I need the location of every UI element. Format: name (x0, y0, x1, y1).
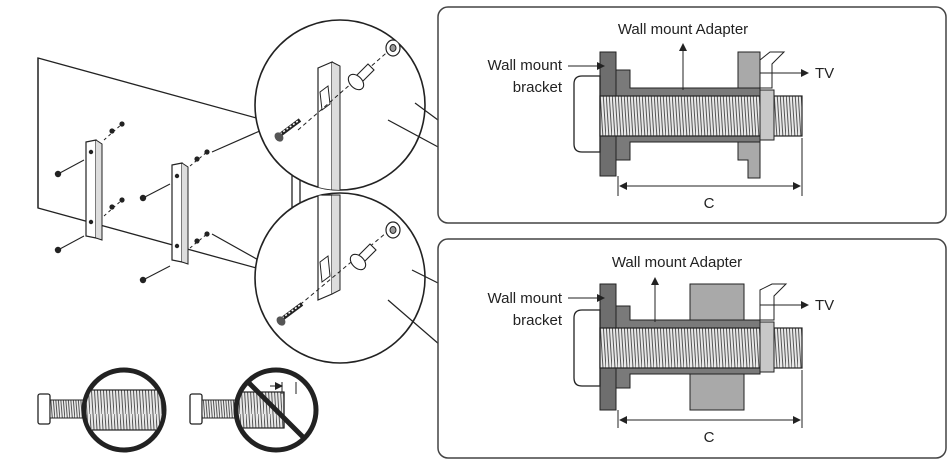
bracket-label-line1-top: Wall mount (488, 57, 563, 74)
tv-back-illustration (37, 57, 301, 284)
bracket-label-line2-bottom: bracket (513, 312, 563, 329)
tv-bracket-left (85, 139, 103, 241)
bracket-label-line1-bottom: Wall mount (488, 290, 563, 307)
adapter-label-top: Wall mount Adapter (618, 21, 748, 38)
detail-panel-top: Wall mount Adapter Wall mount bracket TV… (437, 6, 947, 224)
zoom-circle-top (254, 19, 441, 191)
tv-label-bottom: TV (815, 297, 834, 314)
tv-bracket-right (171, 162, 189, 265)
adapter-label-bottom: Wall mount Adapter (612, 254, 742, 271)
bracket-label-line2-top: bracket (513, 79, 563, 96)
detail-panel-bottom: Wall mount Adapter Wall mount bracket TV… (437, 238, 947, 459)
correct-screw-icon (37, 367, 167, 453)
dimension-c-top: C (704, 195, 715, 212)
incorrect-screw-icon (189, 367, 319, 453)
tv-label-top: TV (815, 65, 834, 82)
zoom-circle-bottom (254, 192, 441, 364)
dimension-c-bottom: C (704, 429, 715, 446)
